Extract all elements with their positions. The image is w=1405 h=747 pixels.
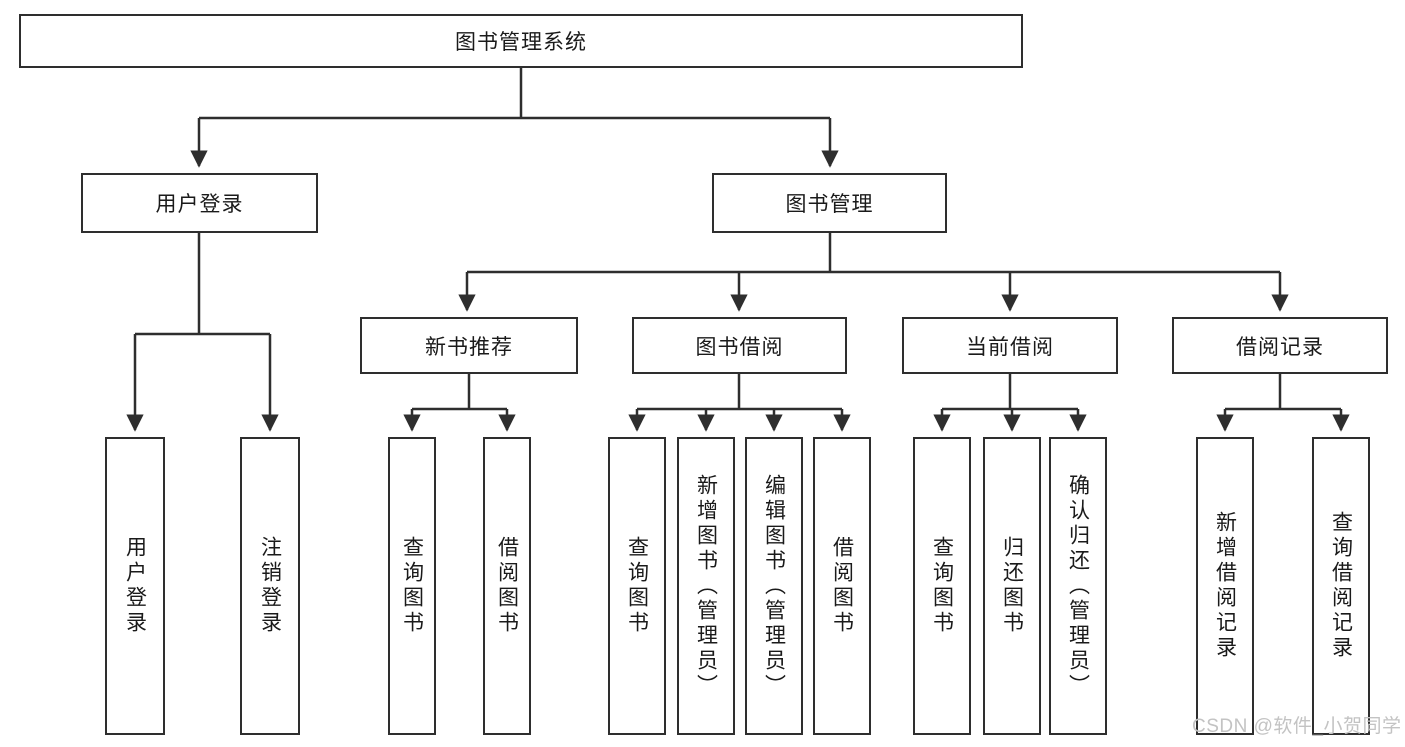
node-book-management-label: 图书管理 [785, 193, 874, 216]
node-book-management[interactable]: 图书管理 [712, 173, 947, 233]
node-book-borrow-label: 图书借阅 [695, 335, 784, 359]
leaf-query-book-recommend[interactable]: 查询图书 [388, 437, 436, 735]
leaf-borrow-book-recommend-label: 借阅图书 [495, 536, 519, 636]
leaf-query-book-borrow-label: 查询图书 [625, 536, 649, 636]
leaf-edit-book[interactable]: 编辑图书（管理员） [745, 437, 803, 735]
leaf-query-borrow-record[interactable]: 查询借阅记录 [1312, 437, 1370, 735]
leaf-user-login[interactable]: 用户登录 [105, 437, 165, 735]
node-new-book-recommend[interactable]: 新书推荐 [360, 317, 578, 374]
leaf-query-book-current-label: 查询图书 [930, 536, 954, 636]
leaf-query-book-recommend-label: 查询图书 [400, 536, 424, 636]
leaf-confirm-return-label: 确认归还（管理员） [1066, 473, 1090, 699]
leaf-confirm-return[interactable]: 确认归还（管理员） [1049, 437, 1107, 735]
node-root[interactable]: 图书管理系统 [19, 14, 1023, 68]
node-current-borrow-label: 当前借阅 [966, 335, 1054, 359]
leaf-query-borrow-record-label: 查询借阅记录 [1329, 511, 1353, 661]
leaf-add-borrow-record[interactable]: 新增借阅记录 [1196, 437, 1254, 735]
node-borrow-record-label: 借阅记录 [1236, 335, 1324, 359]
node-book-borrow[interactable]: 图书借阅 [632, 317, 847, 374]
leaf-user-logout[interactable]: 注销登录 [240, 437, 300, 735]
node-user-login-label: 用户登录 [155, 193, 244, 216]
leaf-borrow-book[interactable]: 借阅图书 [813, 437, 871, 735]
leaf-user-logout-label: 注销登录 [258, 536, 282, 636]
leaf-user-login-label: 用户登录 [123, 536, 147, 636]
leaf-query-book-borrow[interactable]: 查询图书 [608, 437, 666, 735]
csdn-watermark: CSDN @软件_小贺同学 [1192, 716, 1402, 737]
node-borrow-record[interactable]: 借阅记录 [1172, 317, 1388, 374]
leaf-query-book-current[interactable]: 查询图书 [913, 437, 971, 735]
leaf-edit-book-label: 编辑图书（管理员） [762, 473, 786, 699]
node-root-label: 图书管理系统 [455, 31, 587, 54]
node-new-book-recommend-label: 新书推荐 [425, 335, 513, 359]
leaf-add-book[interactable]: 新增图书（管理员） [677, 437, 735, 735]
node-current-borrow[interactable]: 当前借阅 [902, 317, 1118, 374]
leaf-borrow-book-recommend[interactable]: 借阅图书 [483, 437, 531, 735]
leaf-return-book-label: 归还图书 [1000, 536, 1024, 636]
leaf-return-book[interactable]: 归还图书 [983, 437, 1041, 735]
leaf-add-book-label: 新增图书（管理员） [694, 473, 718, 699]
leaf-add-borrow-record-label: 新增借阅记录 [1213, 511, 1237, 661]
node-user-login[interactable]: 用户登录 [81, 173, 318, 233]
leaf-borrow-book-label: 借阅图书 [830, 536, 854, 636]
